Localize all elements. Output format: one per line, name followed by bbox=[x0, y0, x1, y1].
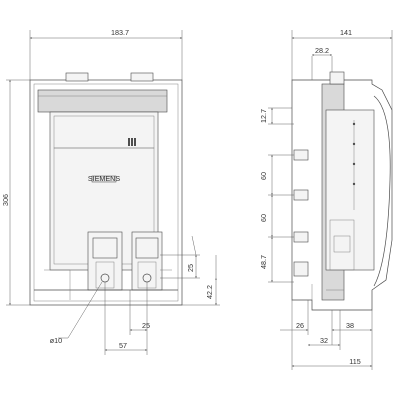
label-plate bbox=[91, 175, 117, 183]
dim-width: 183.7 bbox=[111, 28, 129, 37]
side-top-cap bbox=[329, 71, 345, 85]
top-terminal-cap-left bbox=[65, 72, 89, 82]
dim-depth: 141 bbox=[340, 28, 352, 37]
lower-terminal-left bbox=[87, 231, 123, 291]
dim-12-7: 12.7 bbox=[259, 109, 268, 123]
cover-symbol bbox=[128, 138, 136, 146]
dim-115: 115 bbox=[349, 357, 360, 366]
dim-38: 38 bbox=[346, 321, 354, 330]
dim-42-2: 42.2 bbox=[205, 285, 214, 299]
label-plate-text: SIEMENS bbox=[88, 174, 121, 183]
dim-25-bottom: 25 bbox=[142, 321, 150, 330]
lower-terminal-right bbox=[131, 231, 163, 291]
dim-hole-dia: ø10 bbox=[50, 336, 62, 345]
dim-60-a: 60 bbox=[259, 172, 268, 180]
dim-height: 306 bbox=[1, 194, 10, 206]
front-view: SIEMENS 183.7 306 bbox=[1, 28, 220, 355]
side-view: 141 28.2 12.7 60 60 48.7 26 38 32 bbox=[259, 28, 393, 370]
dim-32: 32 bbox=[320, 336, 328, 345]
dim-25-right: 25 bbox=[186, 264, 195, 272]
dim-26: 26 bbox=[296, 321, 304, 330]
dim-28-2: 28.2 bbox=[315, 46, 329, 55]
dim-48-7: 48.7 bbox=[259, 255, 268, 269]
mounting-tabs bbox=[293, 149, 309, 277]
top-terminal-cap-right bbox=[130, 72, 154, 82]
front-housing-outline bbox=[29, 79, 183, 306]
dim-57: 57 bbox=[119, 341, 127, 350]
dim-60-b: 60 bbox=[259, 214, 268, 222]
front-top-bar bbox=[37, 89, 168, 113]
